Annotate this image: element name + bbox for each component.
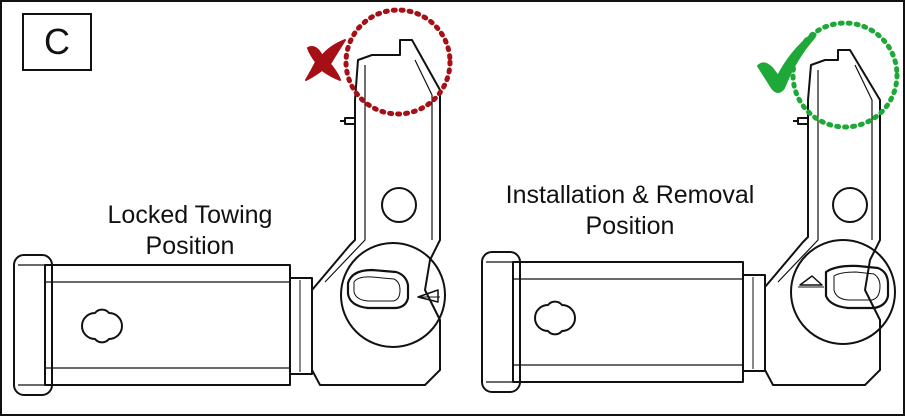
left-rotary-knob	[340, 242, 446, 348]
right-indicator-unlock	[799, 275, 823, 286]
right-keyhole-slot	[534, 300, 576, 336]
left-indicator-lock	[417, 289, 439, 303]
right-knob-grip	[824, 264, 890, 310]
left-caption-line2: Position	[145, 231, 235, 260]
left-caption: Locked Towing Position	[70, 200, 310, 261]
right-caption-line1: Installation & Removal	[505, 181, 755, 209]
left-caption-line1: Locked Towing	[107, 201, 273, 229]
red-x-icon	[305, 39, 346, 81]
right-hitch-illustration	[481, 49, 896, 393]
left-knob-grip	[346, 268, 410, 310]
right-receiver-tube	[512, 261, 744, 383]
left-end-cap	[13, 254, 53, 396]
right-pin-hole	[832, 187, 868, 223]
right-caption: Installation & Removal Position	[460, 180, 800, 241]
left-highlight-circle	[343, 7, 453, 117]
left-arm-body	[311, 39, 441, 386]
green-check-icon	[757, 32, 817, 93]
left-hitch-illustration	[13, 39, 446, 396]
panel-label: C	[22, 13, 92, 71]
left-collar	[289, 277, 313, 375]
right-collar	[742, 274, 766, 372]
right-caption-line2: Position	[585, 211, 675, 240]
right-rotary-knob	[790, 239, 896, 345]
right-end-cap	[481, 251, 521, 393]
right-highlight-circle	[790, 20, 900, 130]
left-pin-hole	[381, 187, 417, 223]
right-arm-body	[764, 49, 881, 386]
left-keyhole-slot	[81, 308, 123, 344]
